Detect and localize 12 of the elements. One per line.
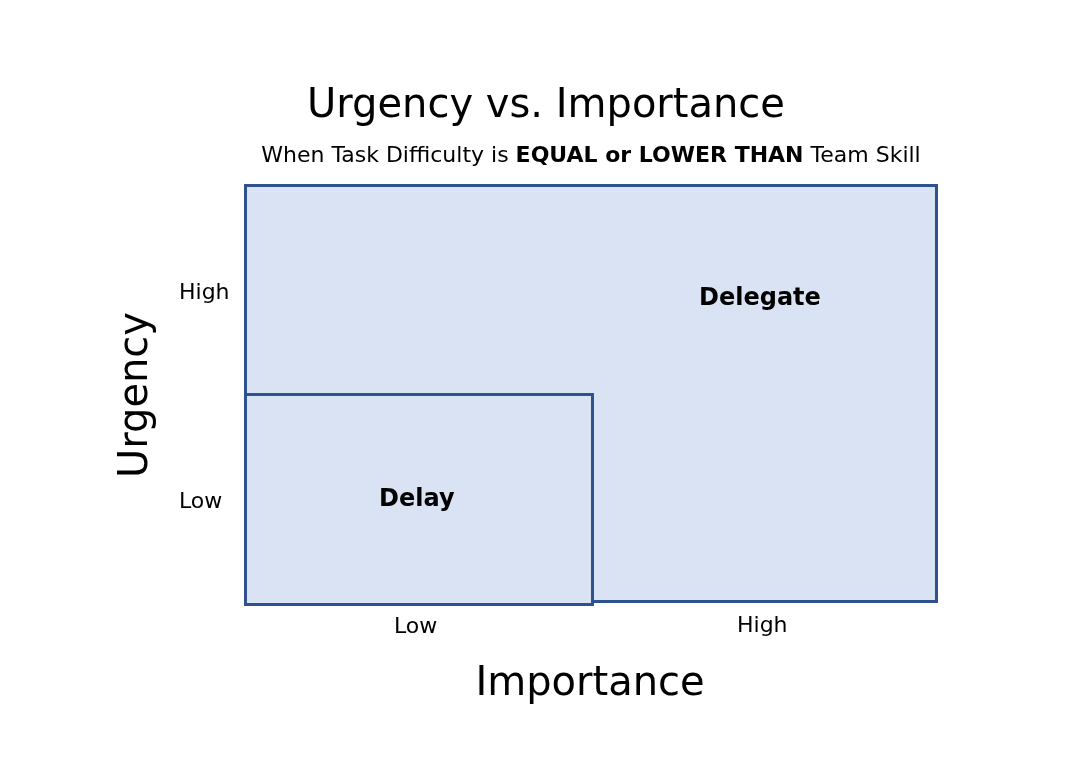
axis-title: Importance (475, 658, 705, 704)
quadrant-label: Delegate (699, 283, 821, 311)
axis-tick-label: High (737, 612, 788, 637)
axis-tick-label: High (179, 279, 230, 304)
quadrant-label: Delay (379, 484, 455, 512)
chart-title: Urgency vs. Importance (306, 80, 786, 126)
axis-title: Urgency (110, 312, 156, 478)
axis-tick-label: Low (179, 488, 223, 513)
axis-tick-label: Low (394, 613, 438, 638)
quadrant-box (244, 393, 594, 606)
subtitle: When Task Difficulty is EQUAL or LOWER THAN Team Skill (261, 142, 921, 167)
quadrant-region (244, 184, 938, 603)
